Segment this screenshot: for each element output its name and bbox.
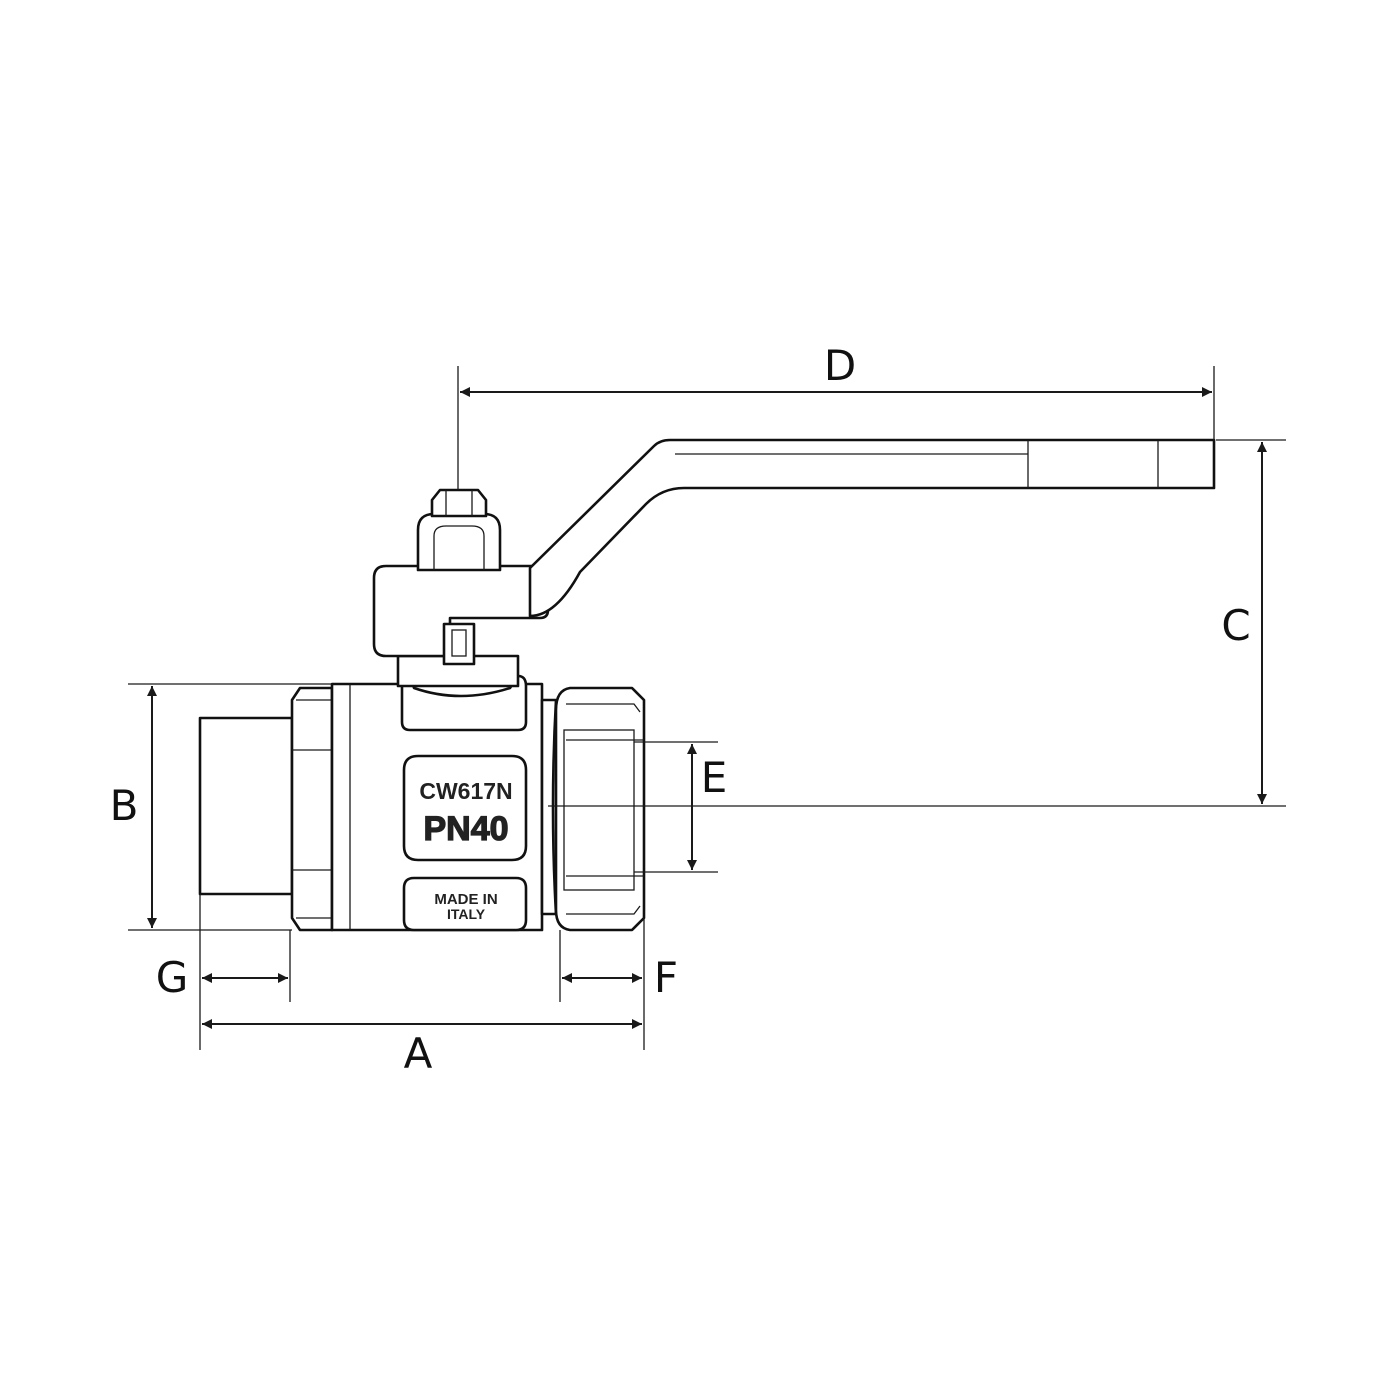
dimension-E xyxy=(634,741,718,873)
dimension-label-D: D xyxy=(824,341,856,390)
dimension-label-G: G xyxy=(156,953,189,1002)
female-thread-end xyxy=(554,686,646,932)
dimension-label-F: F xyxy=(654,953,678,1002)
pressure-marking: PN40 xyxy=(423,810,508,848)
stem-nut xyxy=(430,488,488,518)
dimension-label-E: E xyxy=(701,753,728,802)
male-thread-end xyxy=(198,716,294,896)
lever-handle xyxy=(528,438,1216,618)
dimension-D xyxy=(457,366,1215,490)
material-marking: CW617N xyxy=(419,778,512,804)
origin-marking-line1: MADE IN xyxy=(434,891,497,908)
left-hex-nut xyxy=(290,686,334,932)
dimension-label-C: C xyxy=(1221,601,1250,650)
dimension-G xyxy=(199,894,291,1050)
stem-latch xyxy=(442,622,476,666)
marking-panel xyxy=(402,754,528,862)
stem-clip xyxy=(416,512,502,572)
dimension-label-A: A xyxy=(404,1029,433,1078)
dimension-C xyxy=(548,439,1286,807)
origin-marking-line2: ITALY xyxy=(447,906,486,922)
dimension-B xyxy=(128,683,332,931)
dimension-F xyxy=(559,918,645,1050)
right-collar xyxy=(540,698,558,916)
valve-body xyxy=(198,674,646,932)
stem-assembly xyxy=(372,438,1216,688)
dimension-label-B: B xyxy=(110,781,139,830)
origin-panel xyxy=(402,876,528,932)
